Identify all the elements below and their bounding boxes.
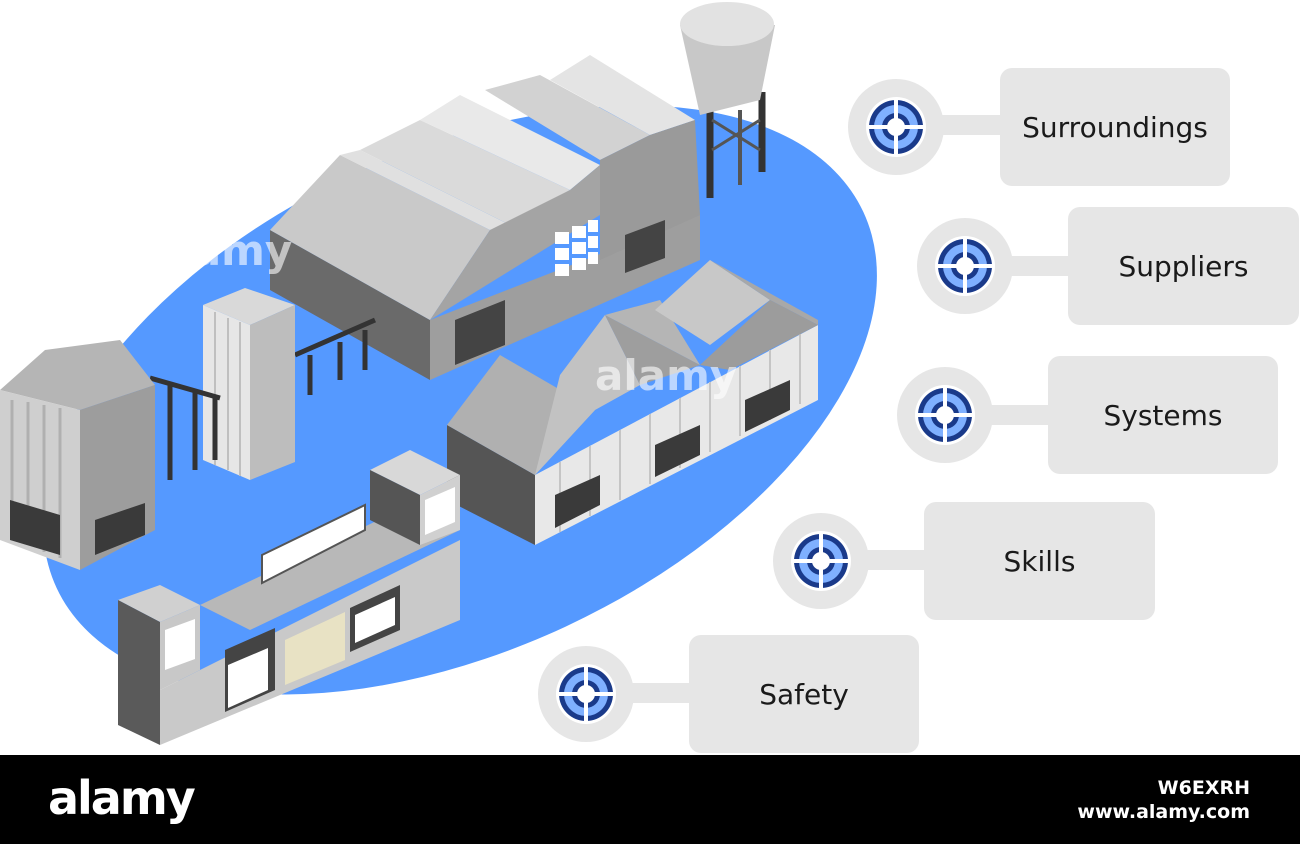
label-skills-text: Skills xyxy=(1003,544,1076,578)
target-icon-systems xyxy=(897,367,993,463)
label-systems-text: Systems xyxy=(1103,398,1223,432)
conveyor-bridge xyxy=(293,317,377,395)
target-icon-safety xyxy=(538,646,634,742)
gatehouse xyxy=(118,450,460,745)
label-skills: Skills xyxy=(924,502,1155,620)
connector-skills xyxy=(850,550,926,570)
footer-image-id: W6EXRH xyxy=(1157,777,1250,799)
footer-logo: alamy xyxy=(48,771,196,825)
label-safety-text: Safety xyxy=(759,677,849,711)
conveyor-left xyxy=(149,375,221,480)
connector-systems xyxy=(975,405,1050,425)
target-icon-skills xyxy=(773,513,869,609)
label-surroundings: Surroundings xyxy=(1000,68,1230,186)
target-icon-suppliers xyxy=(917,218,1013,314)
office-building xyxy=(0,340,155,570)
label-safety: Safety xyxy=(689,635,919,753)
warehouse xyxy=(447,260,818,545)
factory-illustration: alamy alamy alamy xyxy=(0,2,877,745)
label-suppliers-text: Suppliers xyxy=(1118,249,1249,283)
water-tower xyxy=(680,2,775,198)
footer-bar: alamy W6EXRH www.alamy.com xyxy=(0,755,1300,844)
label-suppliers: Suppliers xyxy=(1068,207,1299,325)
connector-safety xyxy=(615,683,691,703)
main-factory xyxy=(270,55,700,380)
footer-url: www.alamy.com xyxy=(1077,801,1250,823)
label-systems: Systems xyxy=(1048,356,1278,474)
watermark-center: alamy xyxy=(595,351,737,400)
label-surroundings-text: Surroundings xyxy=(1022,110,1208,144)
watermark-left: alamy xyxy=(150,226,292,275)
target-icon-surroundings xyxy=(848,79,944,175)
